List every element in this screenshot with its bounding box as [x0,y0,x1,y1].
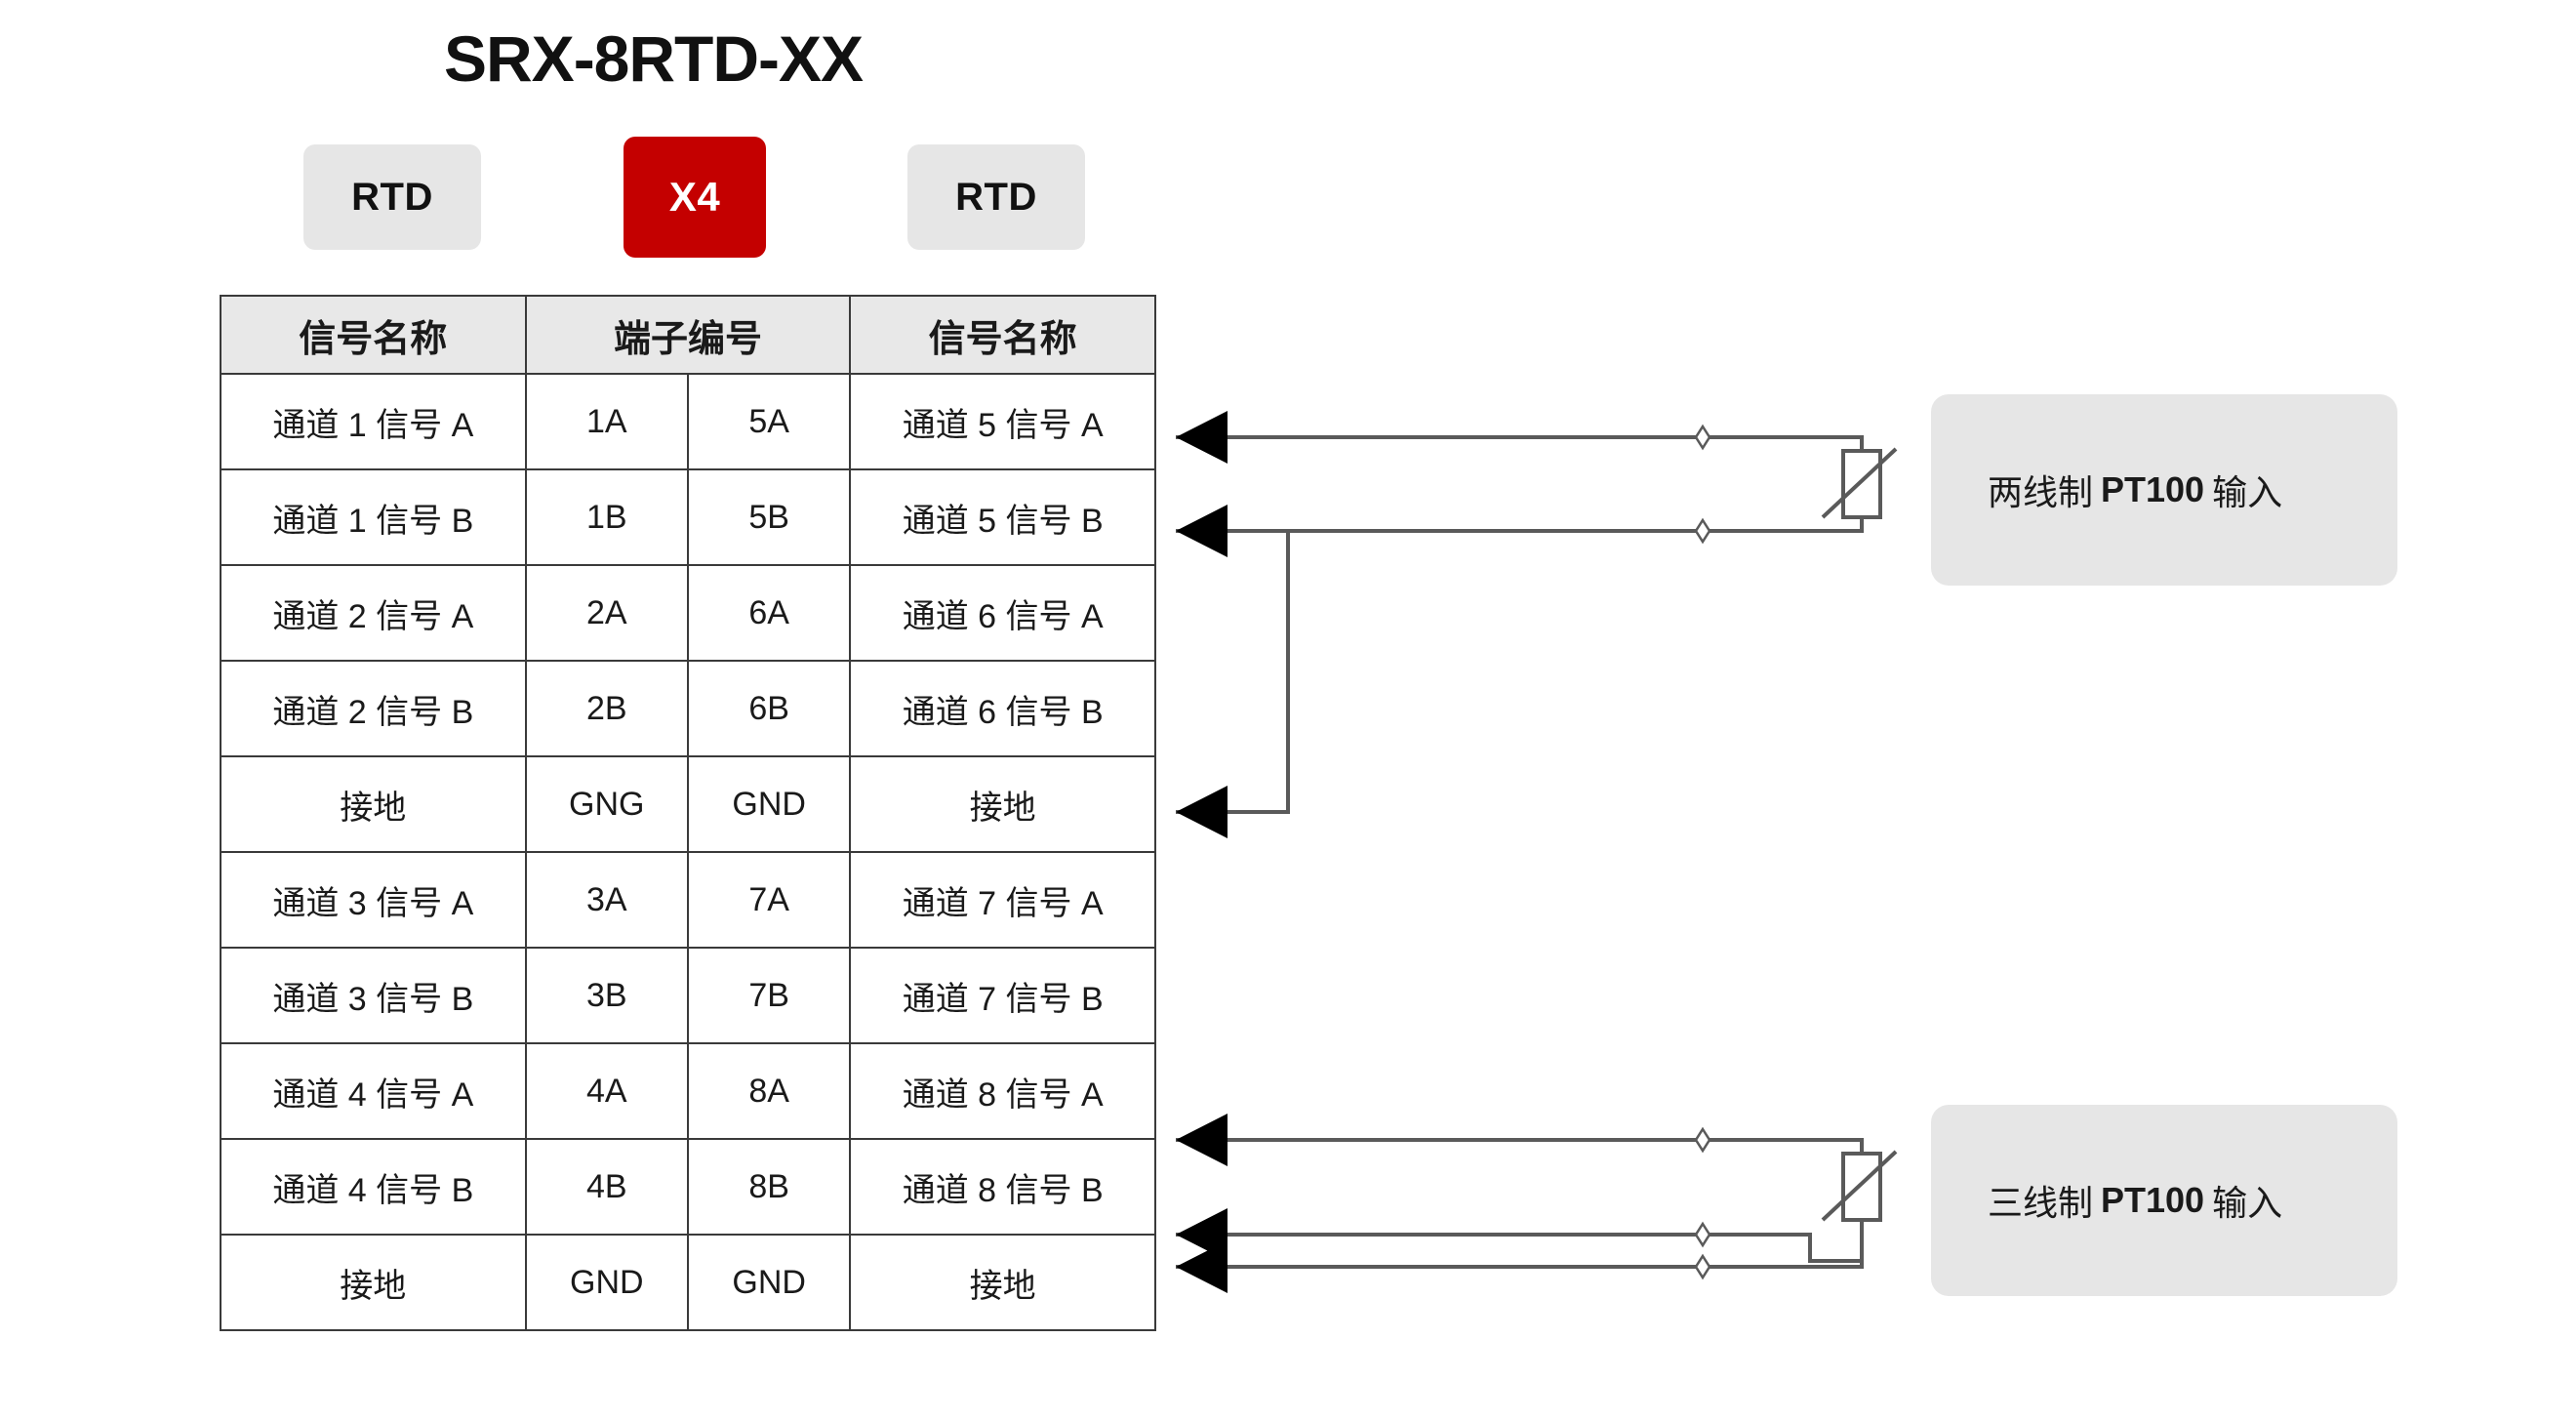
cell-terminal-right: 8A [686,1042,852,1140]
three-wire-terminal-markers [1694,1127,1711,1279]
chip-rtd-left: RTD [303,144,481,250]
cell-terminal-right: 5A [686,373,852,470]
callout-two-wire-suffix: 输入 [2212,472,2283,512]
callout-three-wire-suffix: 输入 [2212,1183,2283,1223]
cell-terminal-left: 2A [524,564,689,662]
cell-terminal-left: 2B [524,660,689,757]
cell-signal-right: 通道 5 信号 A [849,373,1156,470]
cell-signal-right: 接地 [849,1234,1156,1331]
cell-terminal-right: 5B [686,468,852,566]
cell-terminal-left: 1A [524,373,689,470]
cell-signal-right: 通道 8 信号 B [849,1138,1156,1236]
cell-signal-left: 通道 2 信号 A [220,564,527,662]
cell-signal-right: 接地 [849,755,1156,853]
cell-terminal-right: 6A [686,564,852,662]
cell-terminal-left: 4A [524,1042,689,1140]
three-wire-circuit [1176,1138,1864,1269]
table-header-row: 信号名称 端子编号 信号名称 [220,295,1156,375]
chip-x4: X4 [624,137,766,258]
rtd-sensor-three-wire [1821,1150,1898,1222]
cell-terminal-left: GND [524,1234,689,1331]
two-wire-terminal-markers [1694,425,1711,544]
header-signal-left: 信号名称 [220,295,527,375]
two-wire-circuit [1176,435,1864,814]
header-terminal-number: 端子编号 [524,295,852,375]
chip-rtd-right: RTD [907,144,1085,250]
cell-signal-left: 通道 4 信号 B [220,1138,527,1236]
callout-three-wire-emphasis: PT100 [2101,1180,2205,1220]
cell-signal-right: 通道 8 信号 A [849,1042,1156,1140]
cell-signal-right: 通道 5 信号 B [849,468,1156,566]
callout-two-wire-emphasis: PT100 [2101,469,2205,509]
cell-signal-left: 接地 [220,755,527,853]
cell-signal-left: 通道 4 信号 A [220,1042,527,1140]
header-signal-right: 信号名称 [849,295,1156,375]
cell-signal-left: 通道 2 信号 B [220,660,527,757]
cell-signal-left: 接地 [220,1234,527,1331]
callout-two-wire-prefix: 两线制 [1988,472,2094,512]
cell-terminal-right: 7B [686,947,852,1044]
cell-terminal-right: GND [686,1234,852,1331]
callout-three-wire-pt100: 三线制 PT100 输入 [1931,1105,2397,1296]
cell-terminal-left: 3A [524,851,689,949]
cell-terminal-right: 6B [686,660,852,757]
cell-signal-right: 通道 6 信号 B [849,660,1156,757]
callout-three-wire-prefix: 三线制 [1988,1183,2094,1223]
cell-signal-left: 通道 1 信号 B [220,468,527,566]
cell-terminal-left: 3B [524,947,689,1044]
cell-terminal-right: 7A [686,851,852,949]
cell-terminal-left: 1B [524,468,689,566]
cell-signal-right: 通道 6 信号 A [849,564,1156,662]
cell-terminal-right: GND [686,755,852,853]
two-wire-arrowheads [1176,411,1228,838]
cell-terminal-left: GNG [524,755,689,853]
page-title: SRX-8RTD-XX [444,22,864,95]
three-wire-arrowheads [1176,1114,1228,1293]
cell-signal-left: 通道 3 信号 B [220,947,527,1044]
cell-terminal-left: 4B [524,1138,689,1236]
cell-signal-left: 通道 3 信号 A [220,851,527,949]
cell-signal-left: 通道 1 信号 A [220,373,527,470]
cell-terminal-right: 8B [686,1138,852,1236]
cell-signal-right: 通道 7 信号 A [849,851,1156,949]
callout-two-wire-pt100: 两线制 PT100 输入 [1931,394,2397,586]
rtd-sensor-two-wire [1821,447,1898,519]
cell-signal-right: 通道 7 信号 B [849,947,1156,1044]
